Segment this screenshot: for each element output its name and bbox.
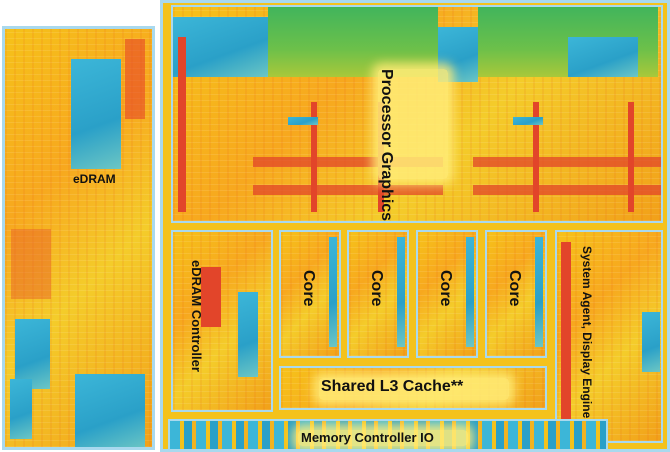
graphics-label-glow [378,69,448,179]
edram-controller-label: eDRAM Controller [189,260,204,372]
system-agent-cyan-block [642,312,660,372]
cpu-die: Processor Graphics eDRAM Controller Core… [160,0,670,452]
edram-controller-region: eDRAM Controller [171,230,273,412]
graphics-label: Processor Graphics [378,69,395,222]
core-1-cyan-strip [329,237,337,347]
graphics-cyan-left [173,17,268,77]
graphics-green-left [268,7,438,77]
core-1-label: Core [300,270,317,307]
system-agent-region: System Agent, Display Engine & Memory Co… [555,230,663,443]
graphics-cyan-small-1 [288,117,318,125]
edram-cyan-block-corner [10,379,32,439]
edram-red-strip-2 [11,229,51,299]
graphics-red-row-1 [253,157,443,167]
edram-cyan-block-mid [15,319,50,389]
edram-controller-cyan-block [238,292,258,377]
core-3-label: Core [437,270,454,307]
edram-cyan-block-top [71,59,121,169]
graphics-cyan-right [568,37,638,77]
edram-cyan-block-low [75,374,145,447]
edram-label: eDRAM [73,172,116,186]
core-2-region: Core [347,230,409,358]
memory-io-region: Memory Controller IO [168,419,608,449]
system-agent-label: System Agent, Display Engine & Memory Co… [580,246,594,443]
graphics-red-row-3 [473,157,661,167]
l3-cache-label: Shared L3 Cache** [321,378,464,395]
core-4-label: Core [506,270,523,307]
edram-red-strip [125,39,145,119]
memory-io-label-glow [298,430,468,446]
graphics-cyan-small-2 [513,117,543,125]
core-4-cyan-strip [535,237,543,347]
l3-cache-label-glow [319,378,509,400]
core-3-region: Core [416,230,478,358]
core-2-label: Core [368,270,385,307]
graphics-red-column-1 [178,37,186,212]
edram-controller-red-block [201,267,221,327]
graphics-region: Processor Graphics [171,5,663,223]
system-agent-red-strip [561,242,571,432]
memory-io-label: Memory Controller IO [301,430,434,445]
graphics-red-row-2 [253,185,443,195]
core-1-region: Core [279,230,341,358]
core-4-region: Core [485,230,547,358]
core-2-cyan-strip [397,237,405,347]
graphics-red-row-4 [473,185,661,195]
core-3-cyan-strip [466,237,474,347]
edram-region: eDRAM [2,26,155,450]
l3-cache-region: Shared L3 Cache** [279,366,547,410]
